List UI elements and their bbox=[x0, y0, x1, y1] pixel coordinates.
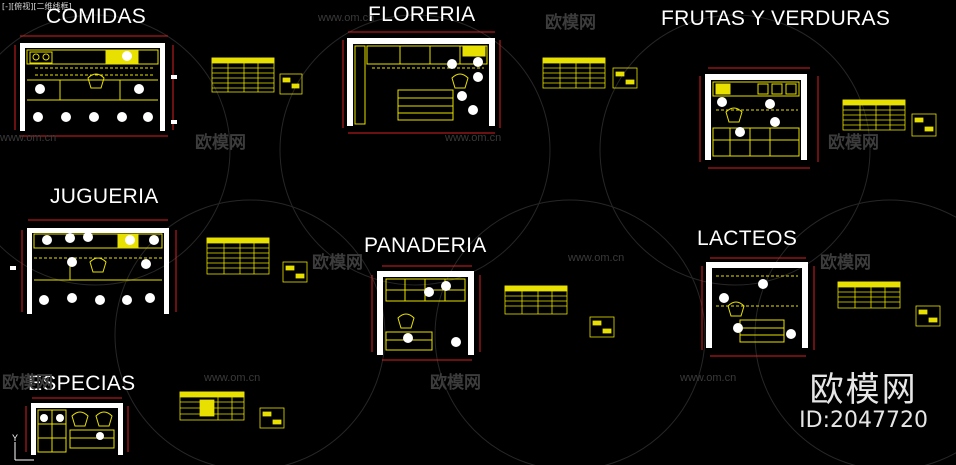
watermark-site: www.om.cn bbox=[0, 132, 57, 144]
title-especias: ESPECIAS bbox=[28, 372, 136, 395]
brand-name: 欧模网 bbox=[809, 370, 918, 410]
watermark-site: www.om.cn bbox=[318, 12, 375, 24]
watermark-site: www.om.cn bbox=[204, 372, 261, 384]
watermark-site: www.om.cn bbox=[568, 252, 625, 264]
watermark-logo: 欧模网 bbox=[195, 133, 246, 153]
brand-id: ID:2047720 bbox=[799, 408, 928, 433]
watermark-logo: 欧模网 bbox=[820, 253, 871, 273]
plan-floreria bbox=[342, 31, 638, 134]
ucs-axis-icon bbox=[14, 442, 34, 461]
plan-especias bbox=[25, 391, 285, 455]
watermark-logo: 欧模网 bbox=[545, 13, 596, 33]
plan-lacteos bbox=[701, 257, 941, 357]
title-floreria: FLORERIA bbox=[368, 3, 476, 26]
plan-panaderia bbox=[371, 265, 615, 361]
title-jugueria: JUGUERIA bbox=[50, 185, 159, 208]
watermark-logo: 欧模网 bbox=[828, 133, 879, 153]
watermark-site: www.om.cn bbox=[445, 132, 502, 144]
title-frutas-y-verduras: FRUTAS Y VERDURAS bbox=[661, 7, 891, 30]
watermark-arcs bbox=[0, 14, 956, 465]
plan-jugueria bbox=[10, 219, 308, 314]
watermark-logo: 欧模网 bbox=[312, 253, 363, 273]
axis-y-label: Y bbox=[12, 433, 19, 443]
watermark-logo: 欧模网 bbox=[2, 373, 53, 393]
title-panaderia: PANADERIA bbox=[364, 234, 487, 257]
watermark-logo: 欧模网 bbox=[430, 373, 481, 393]
viewport-label[interactable]: [-][俯视][二维线框] bbox=[2, 2, 72, 11]
title-lacteos: LACTEOS bbox=[697, 227, 798, 250]
plan-comidas bbox=[14, 35, 303, 137]
plan-frutas-y-verduras bbox=[699, 67, 937, 169]
watermark-site: www.om.cn bbox=[680, 372, 737, 384]
brand-badge: 欧模网 ID:2047720 bbox=[799, 372, 928, 434]
title-comidas: COMIDAS bbox=[46, 5, 147, 28]
